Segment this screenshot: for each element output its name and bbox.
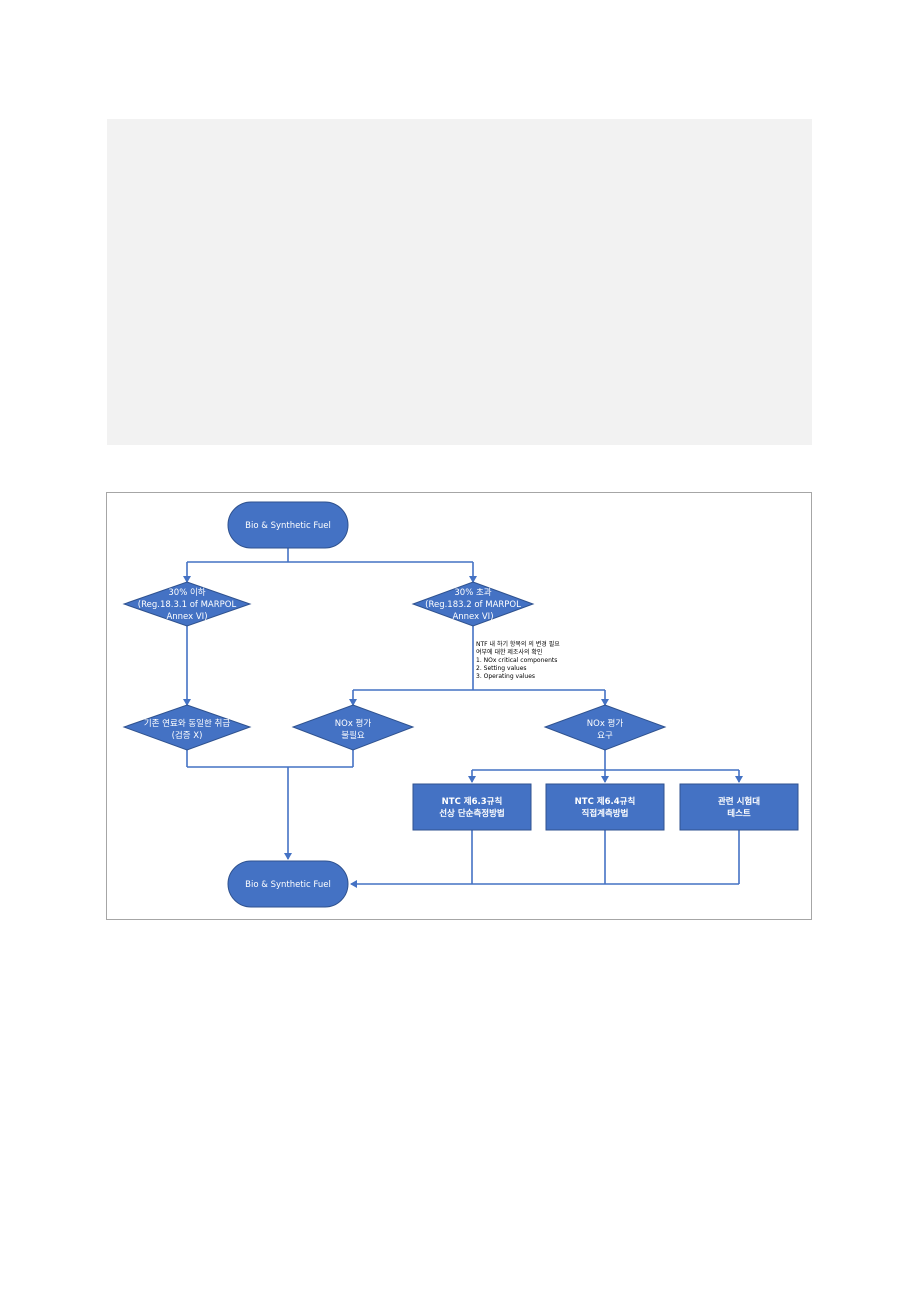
method-box-direct-measurement: NTC 제6.4규칙 직접계측방법 [545, 783, 665, 831]
same-conventional-line-1: 기존 연료와 동일한 취급 [144, 718, 230, 729]
decision-left-line-2: (Reg.18.3.1 of MARPOL [138, 600, 237, 610]
method-1-line-2: 선상 단순측정방법 [439, 808, 505, 819]
manufacturer-note: NTF 내 하기 항목의 의 변경 필요 여부에 대한 제조사의 확인 1. N… [476, 640, 560, 680]
nox-not-required-line-2: 불필요 [341, 730, 365, 741]
decision-left-line-1: 30% 이하 [168, 587, 205, 598]
method-box-onboard-simplified: NTC 제6.3규칙 선상 단순측정방법 [412, 783, 532, 831]
end-terminator: Bio & Synthetic Fuel [227, 860, 349, 908]
decision-right-line-3: Annex VI) [452, 612, 493, 622]
note-line-4: 2. Setting values [476, 665, 527, 672]
method-box-test-bed: 관련 시험대 테스트 [679, 783, 799, 831]
decision-right-line-1: 30% 초과 [454, 588, 491, 598]
end-label: Bio & Synthetic Fuel [245, 880, 331, 890]
decision-over-30: 30% 초과 (Reg.183.2 of MARPOL Annex VI) [411, 581, 535, 627]
start-terminator: Bio & Synthetic Fuel [227, 501, 349, 549]
method-3-line-1: 관련 시험대 [718, 796, 760, 807]
method-1-line-1: NTC 제6.3규칙 [442, 796, 503, 807]
note-line-2: 여부에 대한 제조사의 확인 [476, 648, 542, 656]
nox-required-line-1: NOx 평가 [587, 718, 624, 729]
decision-left-line-3: Annex VI) [166, 612, 207, 622]
decision-nox-not-required: NOx 평가 불필요 [291, 704, 415, 751]
start-label: Bio & Synthetic Fuel [245, 521, 331, 531]
method-2-line-1: NTC 제6.4규칙 [575, 796, 636, 807]
diagram-frame [106, 492, 812, 920]
same-conventional-line-2: (검증 X) [172, 730, 203, 741]
note-line-1: NTF 내 하기 항목의 의 변경 필요 [476, 640, 560, 648]
method-2-line-2: 직접계측방법 [582, 808, 629, 819]
decision-30-or-less: 30% 이하 (Reg.18.3.1 of MARPOL Annex VI) [122, 581, 252, 627]
note-line-3: 1. NOx critical components [476, 657, 557, 664]
gray-panel [107, 119, 812, 445]
decision-right-line-2: (Reg.183.2 of MARPOL [425, 600, 521, 610]
note-line-5: 3. Operating values [476, 673, 535, 680]
nox-required-line-2: 요구 [597, 731, 613, 741]
decision-nox-required: NOx 평가 요구 [543, 704, 667, 751]
nox-not-required-line-1: NOx 평가 [335, 718, 372, 729]
connectors [183, 548, 743, 888]
decision-same-as-conventional: 기존 연료와 동일한 취급 (검증 X) [122, 704, 252, 751]
method-3-line-2: 테스트 [727, 808, 751, 819]
